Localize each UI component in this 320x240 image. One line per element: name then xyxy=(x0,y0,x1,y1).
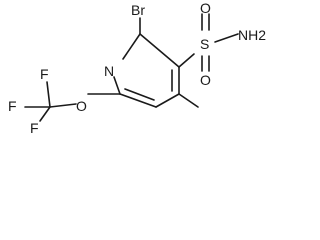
atom-bromine-label: Br xyxy=(131,2,145,18)
bond-n-c2 xyxy=(122,33,141,60)
atom-fluorine-left-label: F xyxy=(8,98,17,114)
bond-c-f-bottom xyxy=(39,106,51,122)
atom-nitrogen-label: N xyxy=(104,63,114,79)
atom-oxygen-bottom-label: O xyxy=(200,72,211,88)
atom-sulfur-label: S xyxy=(200,36,209,52)
atom-fluorine-bottom-label: F xyxy=(30,120,39,136)
chemical-structure: Br N S O O NH2 O F F F xyxy=(8,0,266,136)
bond-o-cf3 xyxy=(49,103,77,108)
bond-c4-c5 xyxy=(155,93,180,108)
bond-c5-c6 xyxy=(119,93,157,108)
bond-c4-methyl xyxy=(178,93,199,108)
atom-ether-oxygen-label: O xyxy=(76,98,87,114)
bond-c5-c6-double xyxy=(124,88,155,101)
pyridine-ring xyxy=(113,33,180,108)
bond-c2-c3 xyxy=(139,33,180,68)
bond-s-nh2 xyxy=(214,33,239,43)
bond-c6-n xyxy=(113,76,121,95)
bond-c-f-top xyxy=(46,81,51,108)
atom-nh2-label: NH2 xyxy=(238,27,266,43)
atom-oxygen-top-label: O xyxy=(200,0,211,16)
bond-c3-s xyxy=(178,53,195,68)
atom-fluorine-top-label: F xyxy=(40,66,49,82)
